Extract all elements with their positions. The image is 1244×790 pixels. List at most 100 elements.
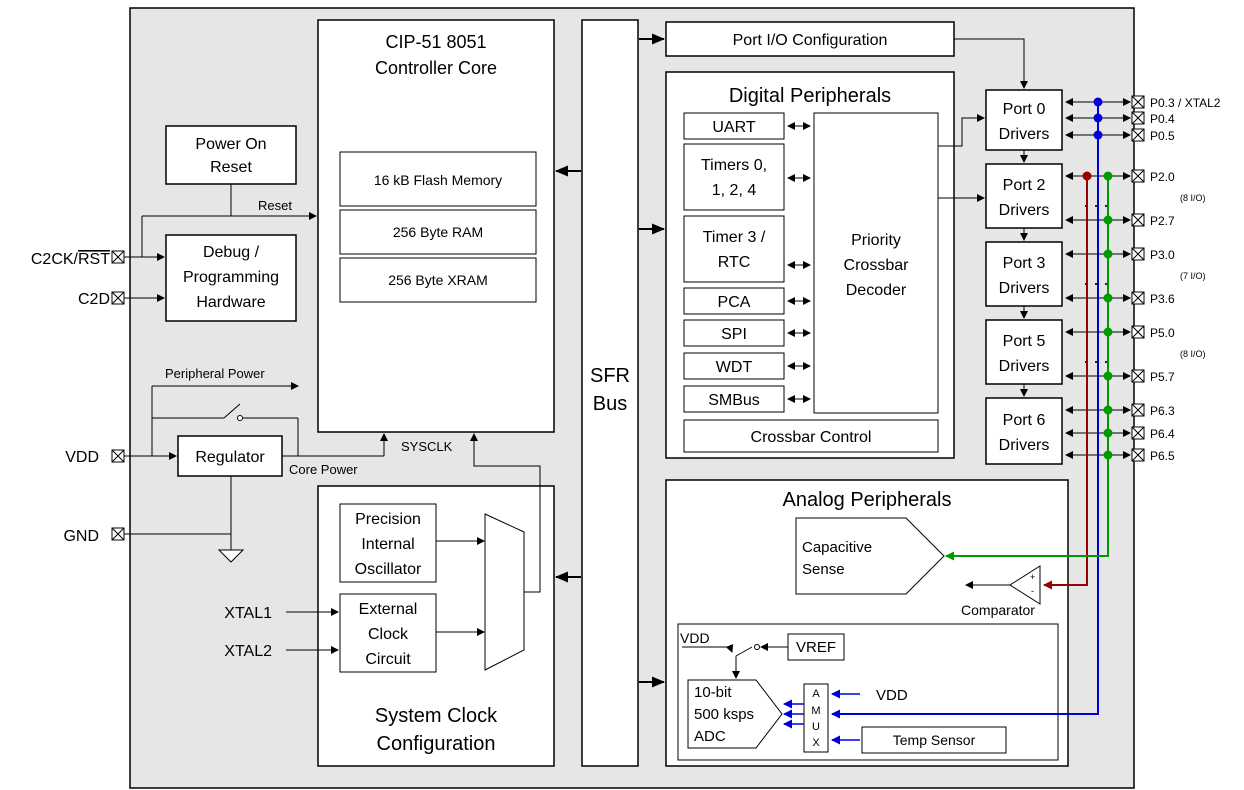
pin-box-c2ck	[111, 250, 125, 264]
svg-text:SFR: SFR	[590, 365, 630, 387]
pin-xtal2: XTAL2	[224, 643, 272, 660]
svg-text:Port 3: Port 3	[1003, 255, 1046, 272]
comparator-bus-red	[1043, 171, 1092, 590]
io-count-p3: (7 I/O)	[1180, 271, 1206, 281]
amux-vdd-label: VDD	[876, 687, 908, 704]
uart-block: UART	[712, 119, 755, 136]
decoder-line3: Decoder	[846, 282, 907, 299]
svg-text:Reset: Reset	[210, 159, 252, 176]
vref-switch	[735, 646, 753, 657]
pins-ellipsis-p2: . . .	[1083, 191, 1108, 211]
debug-programming-block: Debug / Programming Hardware	[165, 234, 297, 322]
ext-line3: Circuit	[365, 651, 411, 668]
clock-mux	[484, 513, 525, 671]
capsense-line1: Capacitive	[802, 539, 872, 556]
sysclk-label: SYSCLK	[401, 439, 453, 454]
pin-box-gnd	[111, 527, 125, 541]
io-count-p5: (8 I/O)	[1180, 349, 1206, 359]
pins-ellipsis-p5: . . .	[1083, 347, 1108, 367]
reset-label: Reset	[258, 198, 292, 213]
svg-text:-: -	[1031, 586, 1034, 596]
svg-text:Debug /: Debug /	[203, 244, 260, 261]
svg-text:Regulator: Regulator	[195, 449, 265, 466]
peripheral-to-decoder-links	[787, 122, 811, 403]
pin-c2ck: C2CK/RST	[31, 251, 110, 268]
port-io-config-block: Port I/O Configuration	[665, 21, 955, 57]
svg-text:Bus: Bus	[593, 393, 627, 415]
digital-title: Digital Peripherals	[729, 85, 891, 107]
power-switch	[223, 403, 241, 419]
pin-boxes-right	[1131, 95, 1145, 462]
svg-text:Hardware: Hardware	[196, 294, 265, 311]
svg-text:Drivers: Drivers	[999, 280, 1050, 297]
svg-text:Drivers: Drivers	[999, 126, 1050, 143]
temp-sensor-block: Temp Sensor	[893, 732, 976, 748]
crossbar-control-block: Crossbar Control	[751, 429, 872, 446]
core-title-line1: CIP-51 8051	[385, 32, 486, 52]
amux-m: M	[811, 705, 820, 717]
svg-text:Port 6: Port 6	[1003, 412, 1046, 429]
pin-p0-3: P0.3 / XTAL2	[1150, 96, 1221, 110]
osc-line2: Internal	[361, 536, 414, 553]
svg-text:Programming: Programming	[183, 269, 279, 286]
flash-memory: 16 kB Flash Memory	[374, 172, 502, 188]
svg-text:Drivers: Drivers	[999, 202, 1050, 219]
core-power-label: Core Power	[289, 462, 358, 477]
ext-line1: External	[359, 601, 418, 618]
svg-text:Port 5: Port 5	[1003, 333, 1046, 350]
pin-vdd: VDD	[65, 449, 99, 466]
pin-p6-4: P6.4	[1150, 427, 1175, 441]
ext-line2: Clock	[368, 626, 409, 643]
amux-bus-blue	[831, 97, 1103, 719]
comparator-label: Comparator	[961, 602, 1035, 618]
port-0-drivers: Port 0 Drivers	[985, 89, 1063, 151]
decoder-line2: Crossbar	[844, 257, 910, 274]
capsense-bus-green	[945, 171, 1113, 561]
timer3-line1: Timer 3 /	[703, 229, 766, 246]
io-count-p2: (8 I/O)	[1180, 193, 1206, 203]
decoder-line1: Priority	[851, 232, 901, 249]
pin-p6-3: P6.3	[1150, 404, 1175, 418]
amux-a: A	[812, 688, 820, 700]
sfr-bus: SFR Bus	[581, 19, 639, 767]
wdt-block: WDT	[716, 359, 753, 376]
pin-p0-5: P0.5	[1150, 129, 1175, 143]
analog-title: Analog Peripherals	[783, 489, 952, 511]
sysclock-title1: System Clock	[375, 705, 498, 727]
adc-line3: ADC	[694, 728, 726, 745]
adc-line1: 10-bit	[694, 684, 732, 701]
pin-p0-4: P0.4	[1150, 112, 1175, 126]
svg-text:+: +	[1030, 572, 1035, 582]
pin-p2-0: P2.0	[1150, 170, 1175, 184]
smbus-block: SMBus	[708, 392, 760, 409]
svg-text:Port I/O Configuration: Port I/O Configuration	[733, 32, 888, 49]
pin-box-c2d	[111, 291, 125, 305]
osc-line1: Precision	[355, 511, 421, 528]
pin-p3-0: P3.0	[1150, 248, 1175, 262]
spi-block: SPI	[721, 326, 747, 343]
power-on-reset-block: Power On Reset	[165, 125, 297, 185]
ground-symbol	[217, 549, 245, 563]
amux-block	[803, 683, 829, 753]
pin-box-vdd	[111, 449, 125, 463]
svg-text:Port 0: Port 0	[1003, 101, 1046, 118]
pin-p5-0: P5.0	[1150, 326, 1175, 340]
pin-p6-5: P6.5	[1150, 449, 1175, 463]
svg-text:Port 2: Port 2	[1003, 177, 1046, 194]
peripheral-power-label: Peripheral Power	[165, 366, 265, 381]
pin-p3-6: P3.6	[1150, 292, 1175, 306]
pin-xtal1: XTAL1	[224, 605, 272, 622]
adc-line2: 500 ksps	[694, 706, 754, 723]
cip51-core-block: CIP-51 8051 Controller Core 16 kB Flash …	[317, 19, 555, 433]
capacitive-sense-block	[795, 517, 945, 595]
timers-line1: Timers 0,	[701, 157, 767, 174]
port-3-drivers: Port 3 Drivers	[985, 241, 1063, 307]
pin-gnd: GND	[63, 528, 99, 545]
pin-p2-7: P2.7	[1150, 214, 1175, 228]
svg-text:Drivers: Drivers	[999, 437, 1050, 454]
comparator-symbol	[1009, 565, 1041, 605]
ram-block: 256 Byte RAM	[393, 224, 483, 240]
svg-text:Power On: Power On	[195, 136, 266, 153]
capsense-line2: Sense	[802, 561, 845, 578]
